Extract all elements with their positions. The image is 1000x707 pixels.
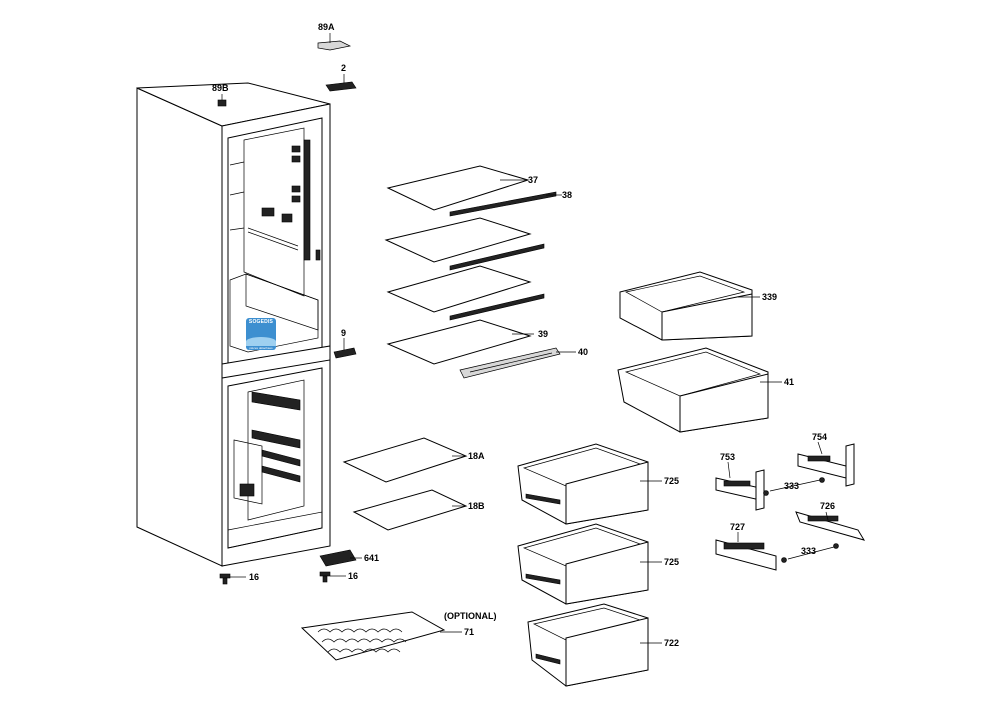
part-726-bracket: 726 <box>795 501 866 541</box>
svg-text:39: 39 <box>538 329 548 339</box>
svg-text:18A: 18A <box>468 451 485 461</box>
svg-text:41: 41 <box>784 377 794 387</box>
part-339-drawer: 339 <box>619 271 777 341</box>
part-722-freezer-drawer-bottom: 722 <box>527 603 679 687</box>
svg-text:753: 753 <box>720 452 735 462</box>
svg-text:727: 727 <box>730 522 745 532</box>
svg-text:16: 16 <box>348 571 358 581</box>
part-38-shelf-trim: 38 <box>449 190 572 217</box>
part-725-freezer-drawer-middle: 725 <box>517 523 679 605</box>
svg-text:40: 40 <box>578 347 588 357</box>
part-89a-hinge-cover: 89A <box>317 22 352 51</box>
part-18b-glass-shelf: 18B <box>352 489 485 531</box>
part-16-adjustable-foot-right: 16 <box>319 571 358 583</box>
part-41-drawer: 41 <box>617 347 794 433</box>
logo-brand-text: SOGEDIS <box>248 319 274 325</box>
part-753-bracket: 753 <box>715 452 765 511</box>
svg-text:89A: 89A <box>318 22 335 32</box>
svg-text:71: 71 <box>464 627 474 637</box>
svg-text:18B: 18B <box>468 501 485 511</box>
svg-text:722: 722 <box>664 638 679 648</box>
svg-text:9: 9 <box>341 328 346 338</box>
part-39-glass-shelf: 39 <box>386 319 548 365</box>
svg-text:641: 641 <box>364 553 379 563</box>
part-89b-screw: 89B <box>212 83 229 107</box>
svg-text:89B: 89B <box>212 83 229 93</box>
svg-text:2: 2 <box>341 63 346 73</box>
sogedis-logo: SOGEDIS pièces détachées <box>246 318 276 350</box>
svg-text:16: 16 <box>249 572 259 582</box>
glass-shelf-middle-2 <box>386 265 545 321</box>
part-40-shelf-frame: 40 <box>459 347 588 379</box>
svg-text:339: 339 <box>762 292 777 302</box>
part-9-bracket: 9 <box>333 328 357 359</box>
svg-text:726: 726 <box>820 501 835 511</box>
part-37-glass-shelf: 37 <box>386 165 538 211</box>
glass-shelf-middle-1 <box>384 217 545 271</box>
svg-text:725: 725 <box>664 476 679 486</box>
svg-text:38: 38 <box>562 190 572 200</box>
part-641-bottom-hinge: 641 <box>319 549 379 567</box>
part-333-screw-upper: 333 <box>763 477 825 496</box>
svg-text:333: 333 <box>801 546 816 556</box>
part-2-top-hinge: 2 <box>325 63 357 92</box>
part-725-freezer-drawer-top: 725 <box>517 443 679 525</box>
part-754-bracket: 754 <box>797 432 855 487</box>
svg-text:(OPTIONAL): (OPTIONAL) <box>444 611 497 621</box>
part-71-bottle-rack: (OPTIONAL) 71 <box>300 611 497 661</box>
logo-wave-shape <box>246 337 276 346</box>
svg-text:754: 754 <box>812 432 827 442</box>
part-18a-glass-shelf: 18A <box>342 437 485 483</box>
svg-text:37: 37 <box>528 175 538 185</box>
part-333-screw-lower: 333 <box>781 543 839 563</box>
svg-text:333: 333 <box>784 481 799 491</box>
logo-tagline: pièces détachées <box>249 346 273 350</box>
svg-text:725: 725 <box>664 557 679 567</box>
part-16-adjustable-foot-left: 16 <box>219 572 259 585</box>
fridge-cabinet <box>136 82 331 567</box>
part-727-bracket: 727 <box>715 522 777 571</box>
